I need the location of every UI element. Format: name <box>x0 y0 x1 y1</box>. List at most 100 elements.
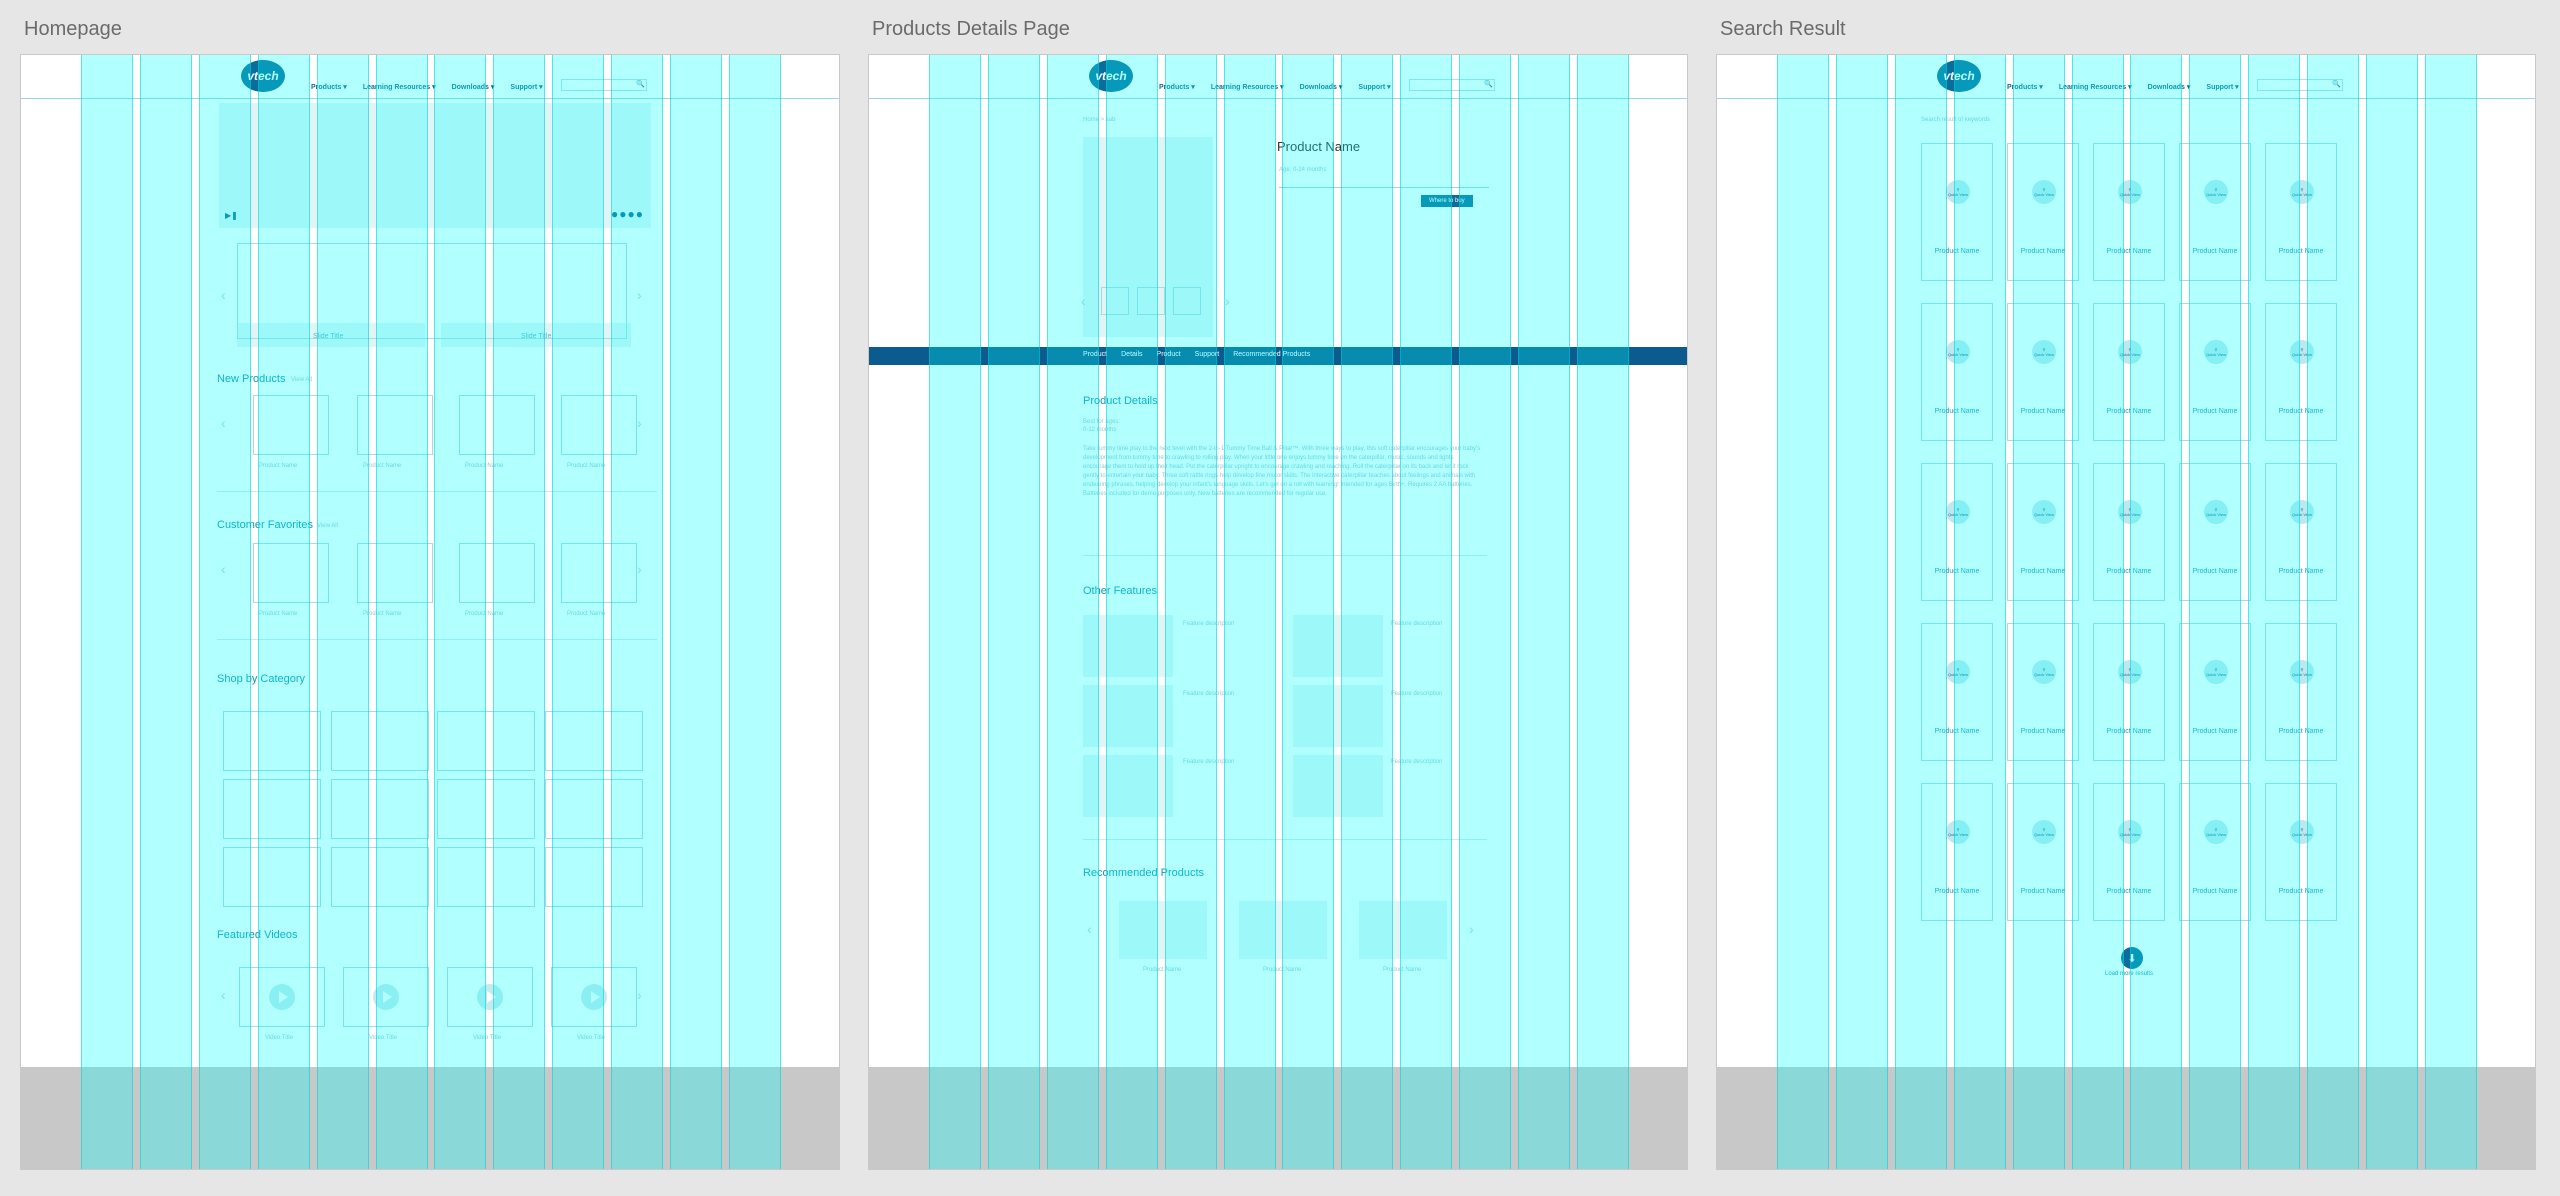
breadcrumb[interactable]: Home > sub <box>1083 117 1116 123</box>
product-thumb[interactable] <box>459 543 535 603</box>
quick-view-button[interactable]: ⚲Quick View <box>2204 820 2228 844</box>
product-name[interactable]: Product Name <box>1934 728 1980 735</box>
nav-learning-resources[interactable]: Learning Resources <box>2059 83 2132 91</box>
view-all-link[interactable]: View All <box>291 377 312 383</box>
quick-view-button[interactable]: ⚲Quick View <box>2290 660 2314 684</box>
video-title[interactable]: Video Title <box>369 1035 397 1041</box>
vtech-logo[interactable]: vtech <box>241 60 285 92</box>
product-name[interactable]: Product Name <box>2278 248 2324 255</box>
nav-products[interactable]: Products <box>2007 83 2043 91</box>
quick-view-button[interactable]: ⚲Quick View <box>2118 180 2142 204</box>
chevron-left-icon[interactable]: ‹ <box>1087 921 1092 937</box>
quick-view-button[interactable]: ⚲Quick View <box>2118 660 2142 684</box>
product-name[interactable]: Product Name <box>1934 408 1980 415</box>
recommended-thumb[interactable] <box>1359 901 1447 959</box>
chevron-left-icon[interactable]: ‹ <box>221 287 226 303</box>
recommended-thumb[interactable] <box>1239 901 1327 959</box>
search-input[interactable]: 🔍 <box>561 79 647 91</box>
quick-view-button[interactable]: ⚲Quick View <box>2118 820 2142 844</box>
video-title[interactable]: Video Title <box>473 1035 501 1041</box>
product-name[interactable]: Product Name <box>2020 568 2066 575</box>
nav-learning-resources[interactable]: Learning Resources <box>363 83 436 91</box>
tab-recommended[interactable]: Recommended Products <box>1233 351 1311 358</box>
quick-view-button[interactable]: ⚲Quick View <box>2204 180 2228 204</box>
product-thumb[interactable] <box>561 395 637 455</box>
product-name[interactable]: Product Name <box>2020 888 2066 895</box>
quick-view-button[interactable]: ⚲Quick View <box>2290 500 2314 524</box>
nav-learning-resources[interactable]: Learning Resources <box>1211 83 1284 91</box>
nav-support[interactable]: Support <box>1358 83 1390 91</box>
play-icon[interactable] <box>581 984 607 1010</box>
load-more-link[interactable]: Load more results <box>2105 971 2154 977</box>
quick-view-button[interactable]: ⚲Quick View <box>1946 820 1970 844</box>
quick-view-button[interactable]: ⚲Quick View <box>1946 340 1970 364</box>
product-name[interactable]: Product Name <box>1934 248 1980 255</box>
product-name[interactable]: Product Name <box>2278 728 2324 735</box>
quick-view-button[interactable]: ⚲Quick View <box>1946 660 1970 684</box>
product-name[interactable]: Product Name <box>363 463 402 469</box>
quick-view-button[interactable]: ⚲Quick View <box>2204 500 2228 524</box>
chevron-right-icon[interactable]: › <box>637 987 642 1003</box>
play-icon[interactable] <box>477 984 503 1010</box>
recommended-thumb[interactable] <box>1119 901 1207 959</box>
nav-downloads[interactable]: Downloads <box>452 83 495 91</box>
image-thumb[interactable] <box>1137 287 1165 315</box>
product-name[interactable]: Product Name <box>2020 248 2066 255</box>
quick-view-button[interactable]: ⚲Quick View <box>2290 340 2314 364</box>
video-thumb[interactable] <box>447 967 533 1027</box>
quick-view-button[interactable]: ⚲Quick View <box>2118 340 2142 364</box>
quick-view-button[interactable]: ⚲Quick View <box>2032 820 2056 844</box>
product-name[interactable]: Product Name <box>2192 248 2238 255</box>
hero-banner[interactable] <box>219 103 651 228</box>
category-tile[interactable] <box>331 779 429 839</box>
product-name[interactable]: Product Name <box>2106 888 2152 895</box>
video-title[interactable]: Video Title <box>265 1035 293 1041</box>
quick-view-button[interactable]: ⚲Quick View <box>2290 820 2314 844</box>
product-name[interactable]: Product Name <box>2020 408 2066 415</box>
image-thumb[interactable] <box>1173 287 1201 315</box>
play-icon[interactable] <box>269 984 295 1010</box>
product-name[interactable]: Product Name <box>2192 408 2238 415</box>
quick-view-button[interactable]: ⚲Quick View <box>2032 660 2056 684</box>
product-name[interactable]: Product Name <box>1383 967 1422 973</box>
video-thumb[interactable] <box>239 967 325 1027</box>
quick-view-button[interactable]: ⚲Quick View <box>1946 500 1970 524</box>
video-thumb[interactable] <box>551 967 637 1027</box>
product-name[interactable]: Product Name <box>2106 248 2152 255</box>
search-icon[interactable]: 🔍 <box>636 81 645 88</box>
tab-product[interactable]: Product <box>1083 351 1108 358</box>
category-tile[interactable] <box>545 779 643 839</box>
product-name[interactable]: Product Name <box>1934 888 1980 895</box>
product-name[interactable]: Product Name <box>2192 568 2238 575</box>
product-name[interactable]: Product Name <box>2278 408 2324 415</box>
vtech-logo[interactable]: vtech <box>1937 60 1981 92</box>
search-input[interactable]: 🔍 <box>2257 79 2343 91</box>
product-name[interactable]: Product Name <box>465 463 504 469</box>
product-name[interactable]: Product Name <box>2278 568 2324 575</box>
nav-support[interactable]: Support <box>510 83 542 91</box>
product-name[interactable]: Product Name <box>2192 888 2238 895</box>
category-tile[interactable] <box>437 847 535 907</box>
play-icon[interactable] <box>373 984 399 1010</box>
carousel-dots[interactable]: ●●●● <box>611 207 644 221</box>
nav-products[interactable]: Products <box>1159 83 1195 91</box>
chevron-right-icon[interactable]: › <box>1469 921 1474 937</box>
tab-details[interactable]: Details <box>1121 351 1143 358</box>
video-title[interactable]: Video Title <box>577 1035 605 1041</box>
